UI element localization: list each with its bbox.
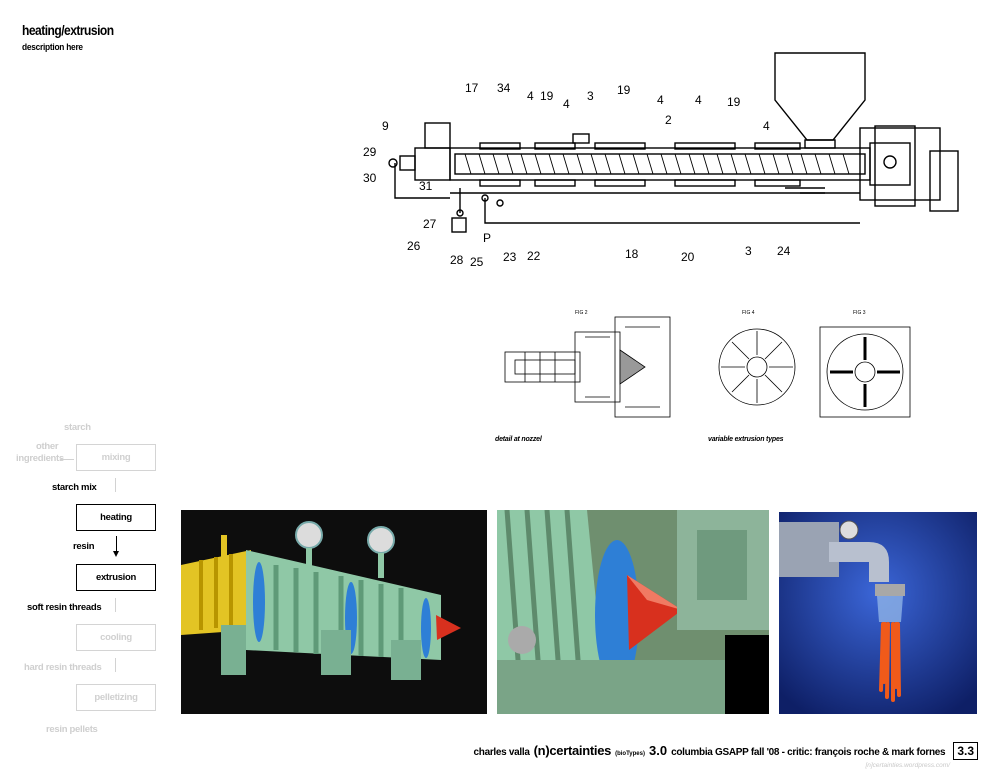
- diagram-label: 4: [527, 89, 534, 103]
- footer-brand: (n)certainties: [533, 743, 612, 758]
- diagram-label: 23: [503, 250, 517, 264]
- footer-version: 3.0: [648, 743, 668, 758]
- diagram-label: 19: [727, 95, 741, 109]
- fig3-label: FIG 3: [853, 310, 866, 316]
- footer-course: columbia GSAPP fall '08 - critic: franço…: [671, 747, 946, 758]
- diagram-label: 29: [363, 145, 377, 159]
- diagram-label: 3: [745, 244, 752, 258]
- diagram-label: P: [483, 231, 491, 245]
- diagram-label: 4: [563, 97, 570, 111]
- caption-extrusion-types: variable extrusion types: [708, 436, 784, 443]
- flow-step-pelletizing: pelletizing: [76, 684, 156, 711]
- flow-starch: starch: [64, 422, 91, 433]
- flow-arrow: [116, 536, 117, 551]
- diagram-label: 2: [665, 113, 672, 127]
- flow-arrow-ingredients: [60, 459, 74, 460]
- flow-step-cooling: cooling: [76, 624, 156, 651]
- footer-credits: charles valla (n)certainties (bioTypes) …: [473, 742, 978, 760]
- flow-hard-resin-threads: hard resin threads: [24, 662, 102, 673]
- flow-step-heating: heating: [76, 504, 156, 531]
- diagram-label: 34: [497, 81, 511, 95]
- flow-starch-mix: starch mix: [52, 482, 97, 493]
- diagram-label: 25: [470, 255, 484, 269]
- page-number: 3.3: [953, 742, 978, 760]
- diagram-label: 31: [419, 179, 433, 193]
- footer-tag: (bioTypes): [615, 751, 645, 757]
- page-subtitle: description here: [22, 42, 83, 53]
- diagram-label: 26: [407, 239, 421, 253]
- flow-other-ingredients-1: other: [36, 441, 59, 452]
- diagram-label: 22: [527, 249, 541, 263]
- resin-threads-photo: [779, 512, 977, 714]
- nozzle-detail-figure: FIG 2: [504, 310, 671, 418]
- diagram-label: 17: [465, 81, 479, 95]
- diagram-label: 19: [617, 83, 631, 97]
- caption-nozzle: detail at nozzel: [495, 436, 542, 443]
- diagram-label: 19: [540, 89, 554, 103]
- diagram-label: 20: [681, 250, 695, 264]
- flow-arrow: [115, 598, 116, 612]
- flow-arrow: [115, 658, 116, 672]
- diagram-label: 18: [625, 247, 639, 261]
- flow-arrow-head: [113, 551, 119, 557]
- diagram-label: 24: [777, 244, 791, 258]
- flow-step-extrusion: extrusion: [76, 564, 156, 591]
- flow-arrow: [115, 478, 116, 492]
- footer-url[interactable]: [n]certainties.wordpress.com/: [865, 762, 950, 769]
- diagram-label: 27: [423, 217, 437, 231]
- flow-resin-pellets: resin pellets: [46, 724, 98, 735]
- extrusion-type-fig4: FIG 4: [718, 310, 796, 406]
- diagram-label: 4: [763, 119, 770, 133]
- flow-other-ingredients-2: ingredients: [16, 453, 64, 464]
- flow-soft-resin-threads: soft resin threads: [27, 602, 102, 613]
- extrusion-type-fig3: FIG 3: [819, 310, 911, 418]
- flow-resin: resin: [73, 541, 95, 552]
- diagram-label: 30: [363, 171, 377, 185]
- footer-author: charles valla: [473, 747, 530, 758]
- flow-step-mixing: mixing: [76, 444, 156, 471]
- fig2-label: FIG 2: [575, 310, 588, 316]
- diagram-label: 3: [587, 89, 594, 103]
- diagram-label: 4: [695, 93, 702, 107]
- diagram-label: 4: [657, 93, 664, 107]
- fig4-label: FIG 4: [742, 310, 755, 316]
- extruder-cutaway-photo: [181, 510, 487, 714]
- diagram-label: 28: [450, 253, 464, 267]
- extruder-diagram: 17 34 4 19 4 3 19 4 4 19 4 9 2 29 30 31 …: [363, 52, 959, 269]
- nozzle-closeup-photo: [497, 510, 769, 714]
- diagram-label: 9: [382, 119, 389, 133]
- page-title: heating/extrusion: [22, 22, 114, 38]
